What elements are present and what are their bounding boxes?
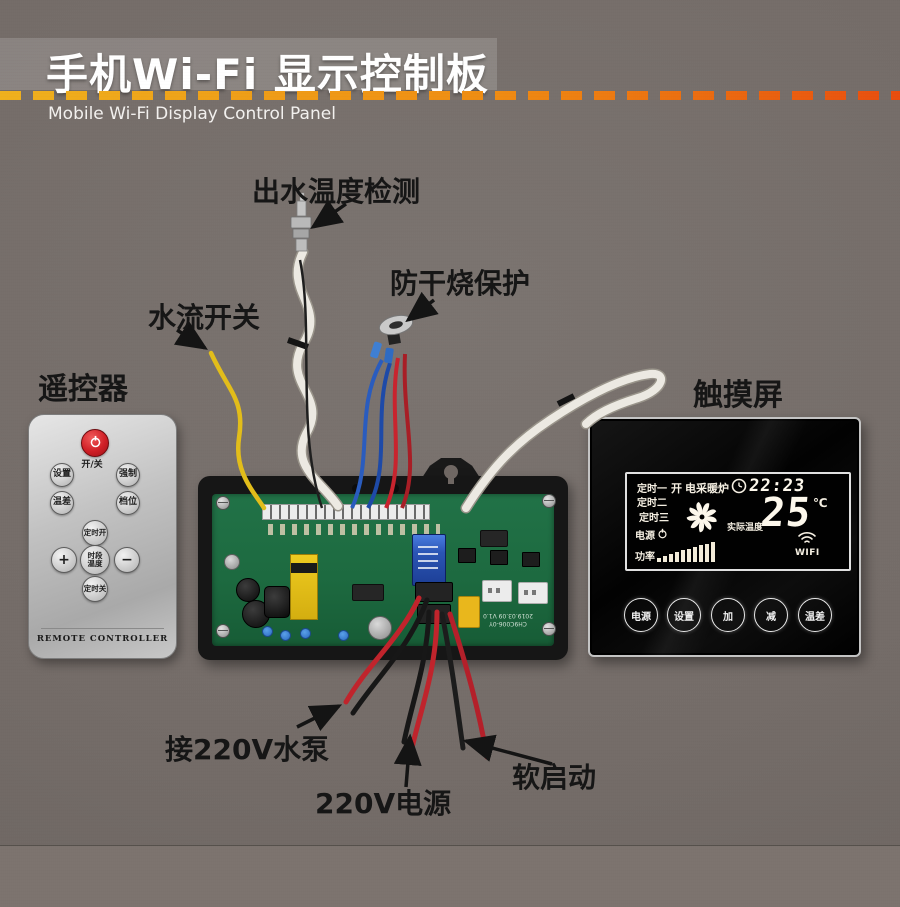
lcd-on-label: 开 [671,482,682,495]
remote-divider [41,628,164,629]
lcd-power-rate-label: 功率 [635,552,655,563]
screw [216,496,230,510]
sensor-cable-outline [291,246,344,512]
lcd-timer1: 定时一 [637,484,667,495]
touch-temp-diff-button[interactable]: 温差 [798,598,832,632]
lcd-timer2: 定时二 [637,498,667,509]
lcd-power-label: 电源 [635,531,655,542]
bottom-strip [0,845,900,907]
dry-burn-probe [370,314,414,364]
wire-connector [417,604,451,624]
power-icon [89,435,102,451]
cable-tie [287,337,309,350]
disc-capacitor [262,626,273,637]
touch-power-button[interactable]: 电源 [624,598,658,632]
lcd-display: 定时一 定时二 定时三 电源 功率 开 电采暖炉 22:23 25 ℃ [625,472,851,571]
white-connector [518,582,548,604]
remote-timer-off-button[interactable]: 定时关 [82,576,108,602]
remote-controller: 开/关 设置 强制 温差 档位 定时开 + 时段温度 − 定时关 REMOTE … [28,414,177,659]
pin-header-connector [262,504,430,520]
pcb-frame: CH9C006-0Y 2019.03.09 V1.0 [198,476,568,660]
lcd-temp-unit: ℃ [813,496,828,510]
arrow-dry-burn [405,291,439,323]
annotation-soft-start: 软启动 [512,761,597,794]
disc-capacitor [338,630,349,641]
ic-chip [352,584,384,601]
triac [490,550,508,565]
touch-minus-button[interactable]: 减 [754,598,788,632]
pcb-version: 2019.03.09 V1.0 [483,611,533,619]
touch-settings-button[interactable]: 设置 [667,598,701,632]
lcd-actual-temp-label: 实际温度 [727,523,764,533]
lcd-power-row: 电源 [635,527,668,542]
annotation-mains: 220V电源 [315,787,452,820]
remote-minus-button[interactable]: − [114,547,140,573]
aluminum-capacitor [368,616,392,640]
pcb-board: CH9C006-0Y 2019.03.09 V1.0 [212,494,554,646]
wifi-icon [797,530,817,549]
pcb-mount-slot [448,476,454,484]
fan-icon [683,498,721,540]
remote-timer-on-button[interactable]: 定时开 [82,520,108,546]
annotation-pump: 接220V水泵 [165,733,330,766]
screw [542,622,556,636]
lcd-wifi-label: WIFI [795,548,820,558]
screw [216,624,230,638]
sensor-cable [293,248,342,510]
lcd-heater-label: 电采暖炉 [685,482,729,495]
header-band [0,38,497,90]
page-subtitle: Mobile Wi-Fi Display Control Panel [48,104,336,124]
remote-footer-text: REMOTE CONTROLLER [36,634,169,644]
electrolytic-capacitor [236,578,260,602]
dashed-divider [0,91,900,100]
annotation-outlet-temp: 出水温度检测 [252,175,421,208]
screw [542,494,556,508]
annotation-dry-burn: 防干烧保护 [390,267,531,300]
remote-settings-button[interactable]: 设置 [50,463,74,487]
transformer [290,554,318,620]
touchscreen-panel: 定时一 定时二 定时三 电源 功率 开 电采暖炉 22:23 25 ℃ [588,417,861,657]
arrow-pump [296,704,343,732]
triac [522,552,540,567]
remote-force-button[interactable]: 强制 [116,463,140,487]
disc-capacitor [300,628,311,639]
frame-indent [390,484,399,493]
lcd-power-bars [657,540,723,562]
relay [412,534,446,586]
annotation-touch-screen: 触摸屏 [693,378,783,413]
cable-tie [556,393,576,407]
disc-capacitor [280,630,291,641]
pcb-mount-hole [444,465,458,479]
ic-chip [480,530,508,547]
capacitor-black [264,586,290,618]
triac [458,548,476,563]
capacitor [224,554,240,570]
resistor-row [268,524,440,535]
remote-period-temp-button[interactable]: 时段温度 [80,545,110,575]
remote-temp-diff-button[interactable]: 温差 [50,491,74,515]
remote-plus-button[interactable]: + [51,547,77,573]
frame-indent [352,484,361,493]
page-title: 手机Wi-Fi 显示控制板 [46,50,489,99]
arrow-mains [393,733,422,788]
pcb-model: CH9C006-0Y [489,619,527,627]
wire-black-thin [298,259,324,509]
remote-gear-button[interactable]: 档位 [116,491,140,515]
wire-connector [415,582,453,602]
remote-power-button[interactable] [81,429,109,457]
remote-power-label: 开/关 [81,460,103,470]
power-icon [657,528,668,542]
pcb-silkscreen: CH9C006-0Y 2019.03.09 V1.0 [464,610,552,627]
lcd-timer3: 定时三 [639,513,669,524]
white-connector [482,580,512,602]
annotation-water-flow: 水流开关 [148,301,261,334]
clock-icon [731,478,747,498]
touch-plus-button[interactable]: 加 [711,598,745,632]
annotation-remote-controller: 遥控器 [38,372,128,407]
